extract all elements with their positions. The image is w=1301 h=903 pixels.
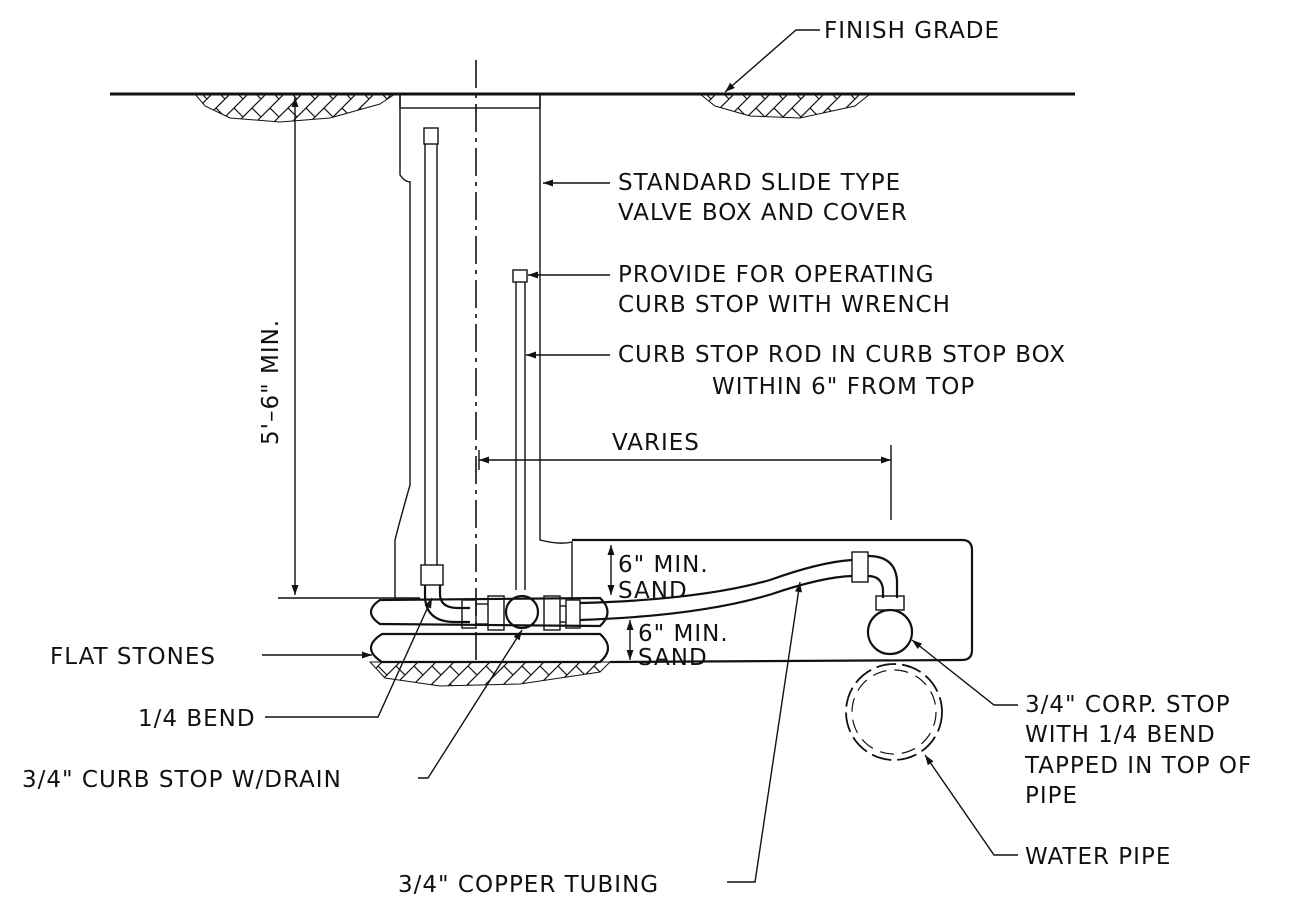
corp-stop-saddle [866,608,914,656]
corp-stop-nut [875,595,905,611]
quarter-bend-leader [265,597,433,718]
sand-bed-outline [572,538,974,664]
fitting-2 [487,595,505,631]
standpipe-coupling [420,564,444,586]
label-copper-tubing: 3/4" COPPER TUBING [398,872,659,898]
water-pipe [845,663,943,761]
curb-stop-leader [418,629,523,779]
label-depth: 5'–6" MIN. [258,319,284,445]
copper-tubing-2 [579,574,853,622]
water-pipe-inner [851,669,937,755]
label-water-pipe: WATER PIPE [1025,844,1171,870]
label-varies: VARIES [612,430,700,456]
corp-fitting [851,551,869,583]
valve-box-cover [399,93,541,109]
label-corp-3: TAPPED IN TOP OF [1024,753,1252,779]
label-sand-upper-2: SAND [618,578,688,604]
fitting-3 [543,595,561,631]
curb-stop-body [504,594,540,630]
valve-box-outline [394,94,573,600]
label-sand-upper-1: 6" MIN. [618,552,709,578]
quarter-bend-pipe [423,585,470,624]
corp-bend [867,554,899,598]
label-rod-1: CURB STOP ROD IN CURB STOP BOX [618,342,1066,368]
label-curb-stop: 3/4" CURB STOP W/DRAIN [22,767,342,793]
copper-tubing-leader [727,581,802,883]
label-valve-box-2: VALVE BOX AND COVER [618,200,908,226]
earth-hatch-bottom [368,661,612,687]
label-quarter-bend: 1/4 BEND [138,706,256,732]
label-finish-grade: FINISH GRADE [824,18,1000,44]
finish-grade-leader [724,29,820,93]
label-corp-2: WITH 1/4 BEND [1025,722,1216,748]
label-rod-2: WITHIN 6" FROM TOP [712,374,975,400]
label-operating-2: CURB STOP WITH WRENCH [618,292,951,318]
label-corp-1: 3/4" CORP. STOP [1025,692,1231,718]
label-valve-box-1: STANDARD SLIDE TYPE [618,170,901,196]
label-operating-1: PROVIDE FOR OPERATING [618,262,935,288]
label-corp-4: PIPE [1025,783,1078,809]
standpipe-cap [423,127,439,145]
curb-stop-rod-cap [512,269,528,283]
fitting-4 [565,599,581,629]
earth-hatch-right [698,93,872,119]
label-flat-stones: FLAT STONES [50,644,216,670]
flat-stones-upper [369,596,609,628]
flat-stones-lower [369,632,610,664]
label-sand-lower-2: SAND [638,645,708,671]
corp-stop-leader [911,639,1018,706]
water-pipe-leader [924,754,1018,856]
copper-tubing [579,558,853,605]
label-sand-lower-1: 6" MIN. [638,621,729,647]
